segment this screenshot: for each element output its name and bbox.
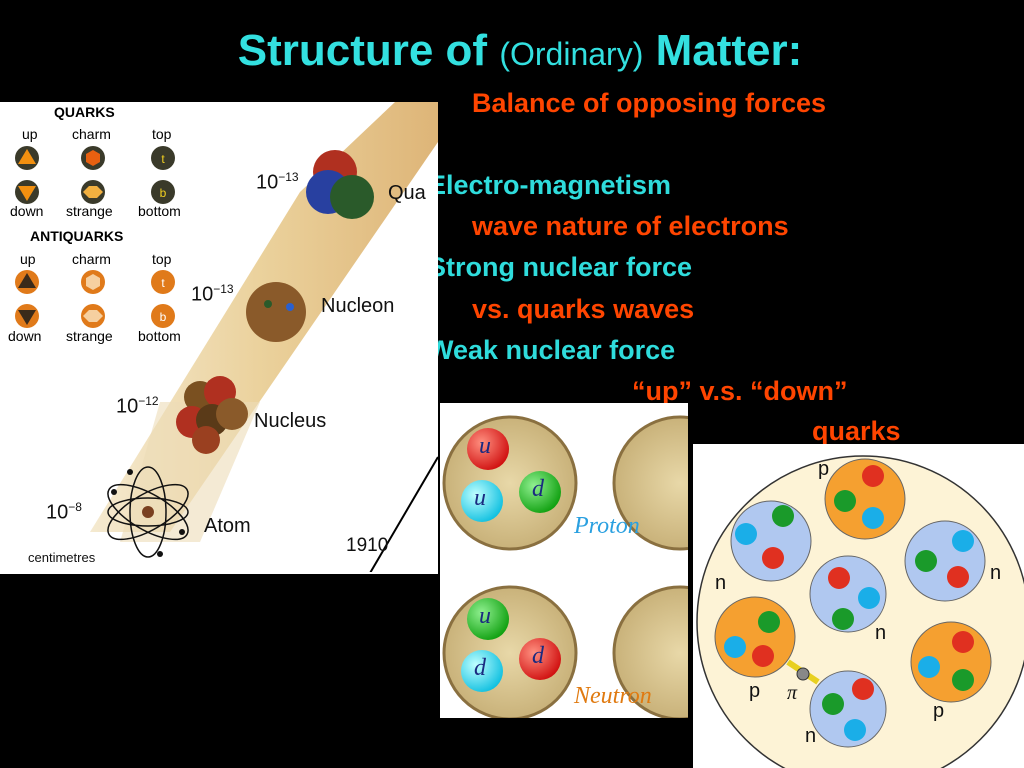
- nucleus-diagram: [696, 455, 1024, 768]
- title-part-3: Matter:: [655, 26, 803, 75]
- hadron-graphic: [442, 415, 688, 718]
- antiquark-label-bottom: bottom: [138, 328, 181, 344]
- quark-icons: t b: [15, 146, 175, 204]
- antiquarks-heading: ANTIQUARKS: [30, 228, 124, 244]
- antiquark-label-up: up: [20, 251, 36, 267]
- quark-label-bottom: bottom: [138, 203, 181, 219]
- size-quark: 10−13: [256, 170, 299, 194]
- quark-label-charm: charm: [72, 126, 111, 142]
- proton-label: Proton: [574, 513, 640, 539]
- neutron-quark-1: u: [479, 603, 491, 629]
- line-strong: Strong nuclear force: [428, 252, 693, 282]
- title-part-2: (Ordinary): [499, 36, 644, 72]
- label-n-right: n: [990, 562, 1002, 584]
- antiquark-label-charm: charm: [72, 251, 111, 267]
- line-weak-desc-2: quarks: [812, 416, 901, 446]
- label-quark: Qua: [388, 182, 426, 204]
- proton-quark-1: u: [479, 433, 491, 459]
- label-p-left: p: [749, 680, 761, 702]
- label-unit: centimetres: [28, 550, 96, 565]
- size-nucleus: 10−12: [116, 394, 159, 418]
- nucleus-diagram-panel: p n n n p π p n: [693, 444, 1024, 768]
- scale-figure-panel: QUARKS up charm top t b down strange bot…: [0, 102, 438, 574]
- title-part-1: Structure of: [237, 26, 488, 75]
- neutron-quark-3: d: [532, 643, 544, 669]
- antiquark-label-down: down: [8, 328, 42, 344]
- atom-orbits: [107, 466, 189, 558]
- slide-title: Structure of (Ordinary) Matter:: [0, 26, 1024, 76]
- line-balance: Balance of opposing forces: [472, 88, 827, 118]
- label-n-left: n: [715, 572, 727, 594]
- label-atom: Atom: [204, 515, 251, 537]
- line-em: Electro-magnetism: [428, 170, 672, 200]
- nucleus-cluster: [176, 376, 248, 454]
- proton-quark-3: d: [532, 476, 544, 502]
- quark-bottom-letter: b: [160, 186, 167, 200]
- label-nucleon: Nucleon: [321, 295, 395, 317]
- label-n-center: n: [875, 622, 887, 644]
- size-nucleon: 10−13: [191, 282, 234, 306]
- antiquark-bottom-letter: b: [160, 310, 167, 324]
- antiquark-label-strange: strange: [66, 328, 113, 344]
- line-strong-desc: vs. quarks waves: [472, 294, 695, 324]
- quark-label-up: up: [22, 126, 38, 142]
- label-year: 1910: [346, 535, 389, 556]
- quark-top-letter: t: [161, 152, 165, 166]
- line-weak-desc: “up” v.s. “down”: [632, 376, 848, 406]
- label-pion: π: [787, 682, 798, 704]
- hadron-panel: u u d Proton u d d Neutron: [440, 403, 688, 718]
- quarks-heading: QUARKS: [54, 104, 115, 120]
- quark-label-top: top: [152, 126, 172, 142]
- line-em-desc: wave nature of electrons: [472, 211, 789, 241]
- label-p-right: p: [933, 700, 945, 722]
- antiquark-top-letter: t: [161, 276, 165, 290]
- proton-quark-2: u: [474, 485, 486, 511]
- scale-objects: [107, 150, 438, 572]
- label-nucleus: Nucleus: [254, 410, 327, 432]
- neutron-quark-2: d: [474, 655, 486, 681]
- neutron-label: Neutron: [574, 683, 652, 709]
- size-atom: 10−8: [46, 500, 82, 524]
- label-n-bottom: n: [805, 725, 817, 747]
- quark-label-down: down: [10, 203, 44, 219]
- antiquark-label-top: top: [152, 251, 172, 267]
- antiquark-icons: t b: [15, 270, 175, 328]
- label-p-top: p: [818, 458, 830, 480]
- line-weak: Weak nuclear force: [428, 335, 676, 365]
- quark-label-strange: strange: [66, 203, 113, 219]
